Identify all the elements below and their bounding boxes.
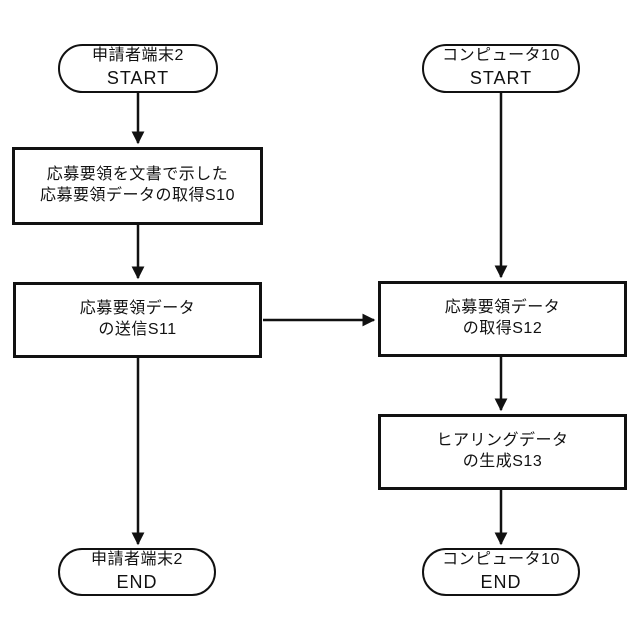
terminal-right-end-label: END [480,571,522,592]
process-s12-line1: 応募要領データ [444,299,561,317]
terminal-right-start-label: START [469,68,533,89]
process-s12-line2: の取得S12 [462,320,543,337]
terminal-left-start-label: START [106,68,170,89]
process-s12: 応募要領データ の取得S12 [378,281,627,357]
process-s13-line1: ヒアリングデータ [436,432,569,450]
process-s10-line2: 応募要領データの取得S10 [40,187,235,204]
terminal-right-start-actor: コンピュータ10 [442,47,560,65]
terminal-left-start: 申請者端末2 START [58,44,218,93]
terminal-left-end-label: END [116,571,158,592]
process-s11-line2: の送信S11 [98,321,177,338]
terminal-right-start: コンピュータ10 START [422,44,580,93]
terminal-right-end: コンピュータ10 END [422,548,580,596]
terminal-left-end-actor: 申請者端末2 [91,550,183,568]
process-s13: ヒアリングデータ の生成S13 [378,414,627,490]
process-s13-line2: の生成S13 [462,453,543,470]
process-s11-line1: 応募要領データ [79,300,196,318]
process-s11: 応募要領データ の送信S11 [13,282,262,358]
terminal-right-end-actor: コンピュータ10 [442,550,560,568]
terminal-left-end: 申請者端末2 END [58,548,216,596]
process-s10-line1: 応募要領を文書で示した [46,166,229,184]
terminal-left-start-actor: 申請者端末2 [92,47,184,65]
process-s10: 応募要領を文書で示した 応募要領データの取得S10 [12,147,263,225]
